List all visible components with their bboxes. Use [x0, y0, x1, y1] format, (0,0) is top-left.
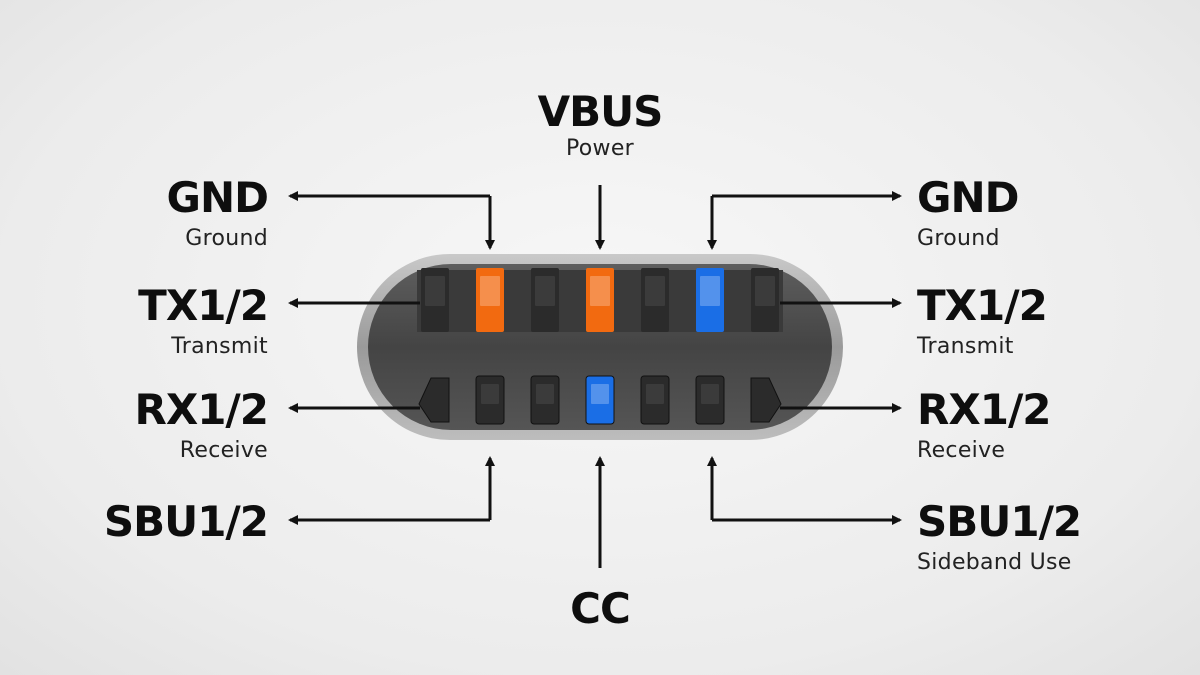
bottom-pin-5 [640, 375, 670, 425]
vbus-desc: Power [565, 136, 634, 161]
left-gnd-label: GND [166, 173, 270, 222]
top-pin-1 [421, 268, 449, 332]
top-pin-5 [641, 268, 669, 332]
left-gnd-group: GND Ground [8, 173, 270, 252]
left-gnd-desc: Ground [185, 226, 268, 251]
left-rx-label: RX1/2 [134, 385, 269, 434]
bottom-pin-1 [418, 377, 450, 423]
bottom-pin-7 [750, 377, 782, 423]
left-tx-label: TX1/2 [138, 281, 269, 330]
right-rx-desc: Receive [917, 438, 1006, 463]
bottom-pin-2 [475, 375, 505, 425]
vbus-label-group: VBUS Power [480, 88, 720, 162]
vbus-label: VBUS [537, 87, 664, 136]
right-tx-label: TX1/2 [917, 281, 1048, 330]
right-gnd-desc: Ground [917, 226, 1000, 251]
callout-lines [288, 185, 902, 568]
right-sbu-desc: Sideband Use [917, 550, 1072, 575]
right-gnd-label: GND [917, 173, 1020, 222]
top-pin-6 [696, 268, 724, 332]
bottom-pin-row [418, 375, 782, 425]
cc-label-group: CC [480, 585, 720, 633]
left-rx-desc: Receive [179, 438, 268, 463]
top-pin-7 [751, 268, 779, 332]
top-pin-row [421, 268, 779, 332]
right-rx-group: RX1/2 Receive [917, 386, 1200, 464]
top-pin-2 [476, 268, 504, 332]
right-gnd-group: GND Ground [917, 174, 1200, 252]
right-rx-label: RX1/2 [917, 385, 1052, 434]
bottom-pin-3 [530, 375, 560, 425]
bottom-pin-6 [695, 375, 725, 425]
left-sbu-group: SBU1/2 [8, 497, 269, 546]
left-tx-group: TX1/2 Transmit [8, 281, 269, 360]
top-pin-4 [586, 268, 614, 332]
right-tx-desc: Transmit [917, 334, 1014, 359]
cc-label: CC [570, 584, 631, 633]
usb-c-connector [357, 254, 843, 440]
right-sbu-label: SBU1/2 [917, 497, 1082, 546]
left-rx-group: RX1/2 Receive [8, 385, 269, 464]
right-tx-group: TX1/2 Transmit [917, 282, 1200, 360]
right-sbu-group: SBU1/2 Sideband Use [917, 498, 1200, 576]
bottom-pin-4 [585, 375, 615, 425]
top-pin-3 [531, 268, 559, 332]
left-sbu-label: SBU1/2 [103, 497, 269, 546]
left-tx-desc: Transmit [171, 334, 268, 359]
